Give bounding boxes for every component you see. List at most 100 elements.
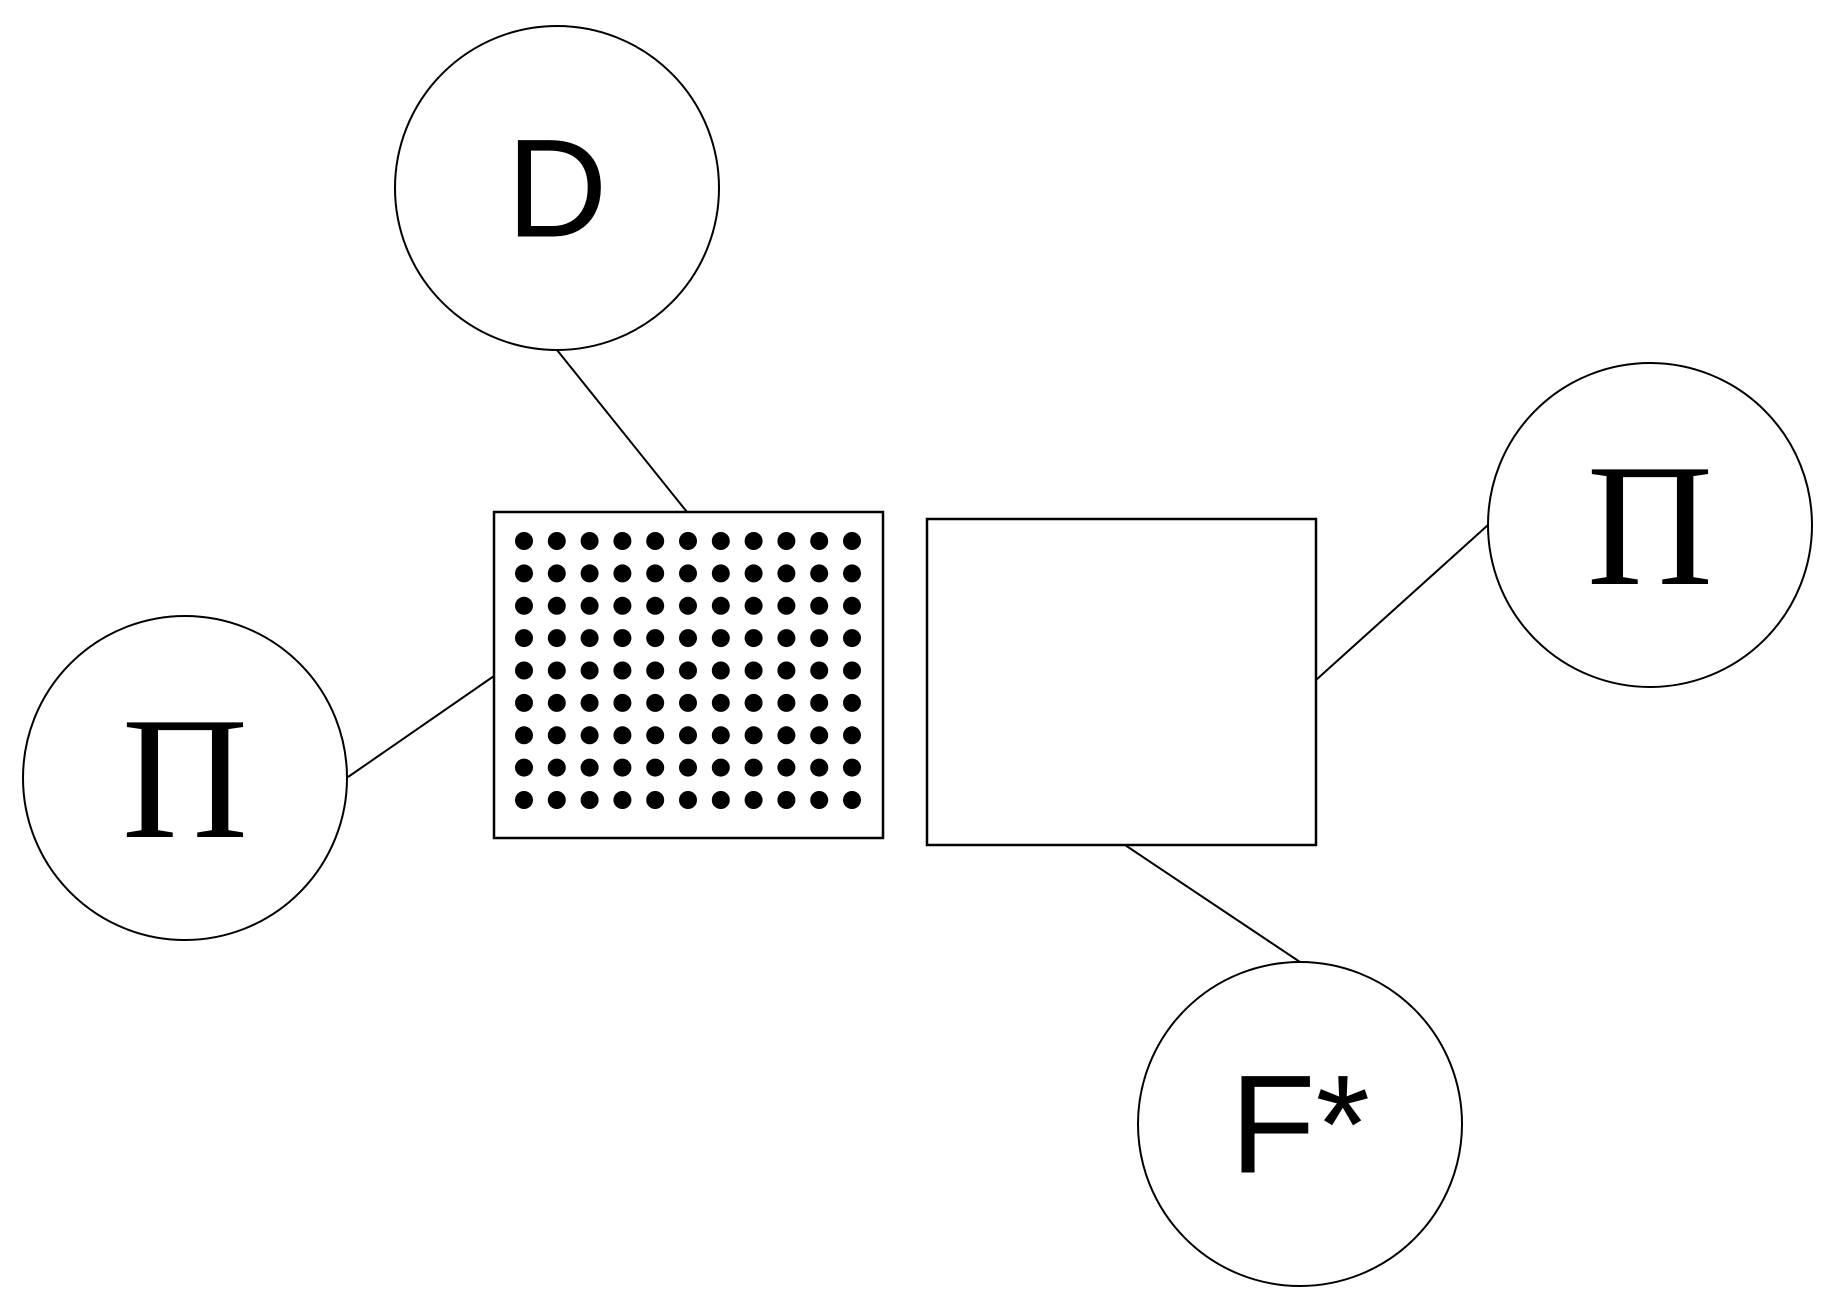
grid-dot	[515, 596, 533, 615]
grid-dot	[711, 629, 730, 648]
node-pi-left: Π	[22, 615, 348, 941]
grid-dot	[547, 693, 566, 712]
grid-dot	[679, 791, 697, 809]
grid-dot	[580, 758, 599, 777]
grid-dot	[810, 693, 829, 712]
grid-dot	[810, 596, 829, 615]
grid-dot	[810, 564, 829, 583]
grid-dot	[777, 564, 796, 583]
grid-dot	[843, 693, 861, 712]
grid-dot	[843, 629, 861, 648]
grid-dot	[580, 726, 599, 745]
grid-dot	[843, 564, 861, 583]
grid-dot	[580, 661, 599, 680]
grid-dot	[613, 596, 632, 615]
grid-dot	[843, 791, 861, 809]
grid-dot	[744, 532, 763, 550]
node-d: D	[394, 25, 720, 351]
grid-dot	[547, 726, 566, 745]
dot-grid	[515, 532, 861, 809]
node-pi-right-label: Π	[1587, 428, 1713, 622]
grid-dot	[613, 693, 632, 712]
grid-dot	[777, 661, 796, 680]
grid-dot	[547, 758, 566, 777]
grid-dot	[613, 564, 632, 583]
grid-dot	[679, 726, 697, 745]
grid-dot	[515, 532, 533, 550]
grid-dot	[547, 661, 566, 680]
node-d-label: D	[506, 110, 607, 267]
grid-dot	[613, 532, 632, 550]
grid-dot	[679, 758, 697, 777]
grid-dot	[515, 693, 533, 712]
grid-dot	[515, 661, 533, 680]
grid-dot	[547, 791, 566, 809]
grid-dot	[515, 791, 533, 809]
grid-dot	[679, 661, 697, 680]
grid-dot	[744, 693, 763, 712]
grid-dot	[810, 661, 829, 680]
grid-dot	[711, 532, 730, 550]
grid-dot	[646, 564, 665, 583]
grid-dot	[744, 758, 763, 777]
node-f-star: F*	[1137, 961, 1463, 1287]
grid-dot	[810, 629, 829, 648]
grid-dot	[843, 596, 861, 615]
grid-dot	[810, 758, 829, 777]
grid-dot	[646, 596, 665, 615]
grid-dot	[843, 726, 861, 745]
grid-dot	[613, 629, 632, 648]
grid-dot	[711, 758, 730, 777]
grid-dot	[580, 693, 599, 712]
grid-dot	[515, 564, 533, 583]
grid-dot	[843, 661, 861, 680]
grid-dot	[547, 532, 566, 550]
grid-dot	[679, 564, 697, 583]
grid-dot	[711, 726, 730, 745]
grid-dot	[810, 726, 829, 745]
edge-d-to-dotted-factor	[556, 349, 688, 513]
grid-dot	[777, 629, 796, 648]
grid-dot	[711, 564, 730, 583]
grid-dot	[744, 726, 763, 745]
grid-dot	[744, 791, 763, 809]
grid-dot	[711, 693, 730, 712]
grid-dot	[613, 791, 632, 809]
grid-dot	[679, 629, 697, 648]
node-pi-left-circle	[22, 615, 348, 941]
node-f-star-circle	[1137, 961, 1463, 1287]
grid-dot	[777, 791, 796, 809]
grid-dot	[810, 532, 829, 550]
grid-dot	[547, 564, 566, 583]
grid-dot	[777, 693, 796, 712]
grid-dot	[711, 661, 730, 680]
grid-dot	[613, 726, 632, 745]
grid-dot	[515, 726, 533, 745]
grid-dot	[646, 791, 665, 809]
grid-dot	[777, 596, 796, 615]
grid-dot	[744, 629, 763, 648]
grid-dot	[777, 726, 796, 745]
grid-dot	[547, 596, 566, 615]
grid-dot	[580, 564, 599, 583]
grid-dot	[515, 629, 533, 648]
grid-dot	[547, 629, 566, 648]
edge-empty-factor-to-pi-right	[1315, 524, 1489, 681]
node-d-circle	[394, 25, 720, 351]
node-pi-left-label: Π	[122, 681, 248, 875]
grid-dot	[646, 532, 665, 550]
grid-dot	[777, 532, 796, 550]
grid-dot	[646, 758, 665, 777]
grid-dot	[646, 726, 665, 745]
grid-dot	[646, 629, 665, 648]
grid-dot	[646, 661, 665, 680]
grid-dot	[843, 532, 861, 550]
grid-dot	[711, 596, 730, 615]
grid-dot	[580, 629, 599, 648]
grid-dot	[679, 532, 697, 550]
grid-dot	[613, 661, 632, 680]
grid-dot	[515, 758, 533, 777]
grid-dot	[679, 596, 697, 615]
grid-dot	[744, 661, 763, 680]
node-f-star-label: F*	[1230, 1046, 1370, 1203]
